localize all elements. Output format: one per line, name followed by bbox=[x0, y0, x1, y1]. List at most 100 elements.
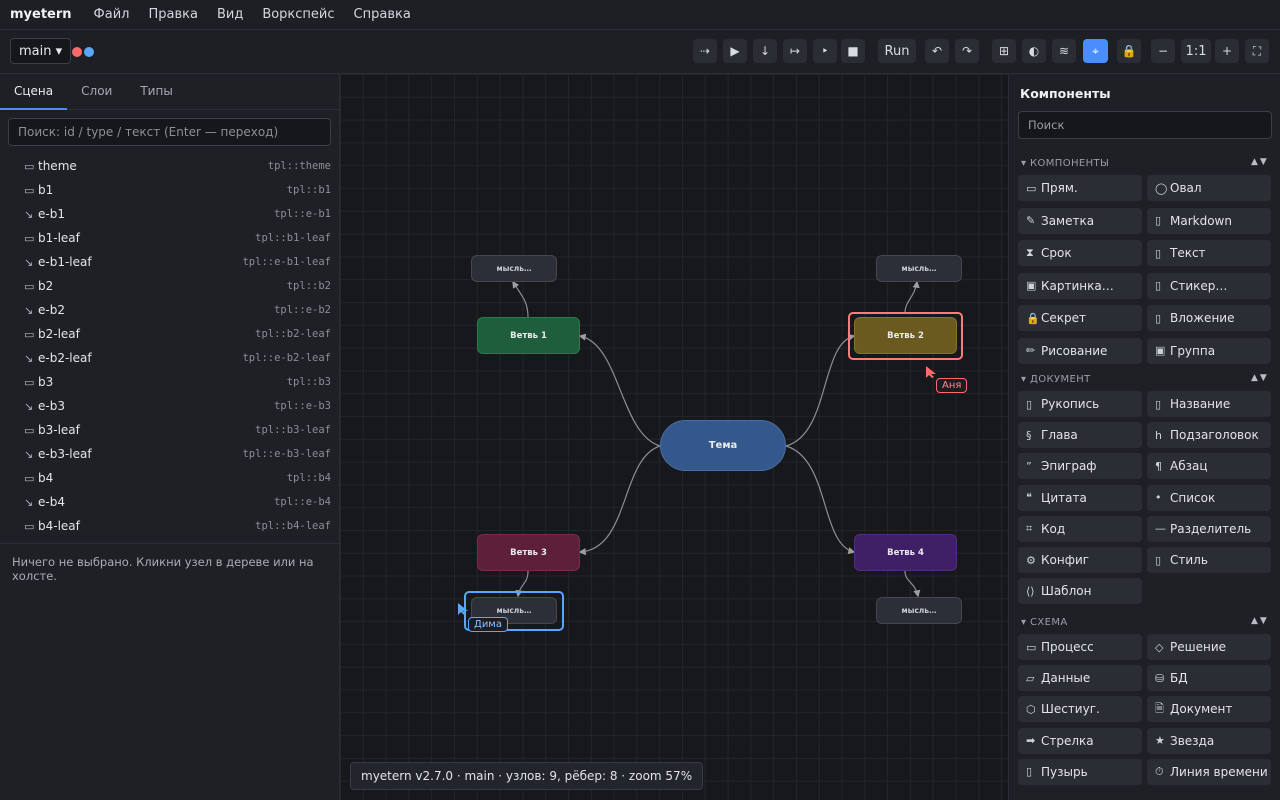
edge-e-b3[interactable] bbox=[578, 445, 661, 556]
component-item[interactable]: ✏Рисование bbox=[1018, 337, 1142, 364]
component-item[interactable]: ⏱Линия времени bbox=[1147, 758, 1271, 785]
component-item[interactable]: ▭Процесс bbox=[1018, 634, 1142, 660]
menu-file[interactable]: Файл bbox=[93, 7, 130, 22]
stop-button[interactable]: ■ bbox=[841, 39, 865, 63]
zoom-out-button[interactable]: − bbox=[1151, 39, 1175, 63]
undo-button[interactable]: ↶ bbox=[925, 39, 949, 63]
node-b3[interactable]: Ветвь 3 bbox=[477, 534, 580, 571]
component-item[interactable]: ★Звезда bbox=[1147, 727, 1271, 754]
component-item[interactable]: ▣Картинка… bbox=[1018, 272, 1142, 299]
node-b4[interactable]: Ветвь 4 bbox=[854, 534, 957, 571]
step-button[interactable]: ‣ bbox=[813, 39, 837, 63]
tab-scene[interactable]: Сцена bbox=[0, 74, 68, 110]
component-item[interactable]: ▯Пузырь bbox=[1018, 758, 1142, 785]
step-into-button[interactable]: ↓ bbox=[753, 39, 777, 63]
edge-e-b2[interactable] bbox=[785, 333, 856, 447]
component-item[interactable]: ▭Прям. bbox=[1018, 175, 1142, 201]
component-item[interactable]: ▯Рукопись bbox=[1018, 391, 1142, 417]
step-over-button[interactable]: ⇢ bbox=[693, 39, 717, 63]
component-item[interactable]: §Глава bbox=[1018, 422, 1142, 449]
section-header[interactable]: ▾ ДОКУМЕНТ bbox=[1021, 374, 1091, 385]
edge-e-b4[interactable] bbox=[785, 445, 856, 555]
edge-e-b1[interactable] bbox=[578, 333, 661, 447]
component-item[interactable]: ”Эпиграф bbox=[1018, 453, 1142, 480]
grid-button[interactable]: ⊞ bbox=[992, 39, 1016, 63]
component-item[interactable]: ◇Решение bbox=[1147, 634, 1271, 660]
component-item[interactable]: ⧗Срок bbox=[1018, 240, 1142, 266]
component-item[interactable]: ⛁БД bbox=[1147, 665, 1271, 692]
layers-button[interactable]: ≋ bbox=[1052, 39, 1076, 63]
redo-button[interactable]: ↷ bbox=[955, 39, 979, 63]
zoom-reset-button[interactable]: 1:1 bbox=[1181, 39, 1211, 63]
section-reorder-icon[interactable]: ▲▼ bbox=[1251, 373, 1269, 383]
node-theme[interactable]: Тема bbox=[660, 420, 786, 471]
component-item[interactable]: ◯Овал bbox=[1147, 175, 1271, 201]
node-b2[interactable]: Ветвь 2 bbox=[854, 317, 957, 354]
step-out-button[interactable]: ↦ bbox=[783, 39, 807, 63]
lock-button[interactable]: 🔒 bbox=[1117, 39, 1141, 63]
component-item[interactable]: 🗎Документ bbox=[1147, 696, 1271, 723]
tab-types[interactable]: Типы bbox=[140, 84, 173, 98]
component-item[interactable]: ✎Заметка bbox=[1018, 207, 1142, 234]
component-item[interactable]: •Список bbox=[1147, 484, 1271, 511]
section-reorder-icon[interactable]: ▲▼ bbox=[1251, 616, 1269, 626]
edge-e-b4-leaf[interactable] bbox=[904, 570, 921, 598]
menu-help[interactable]: Справка bbox=[353, 7, 411, 22]
theme-button[interactable]: ◐ bbox=[1022, 39, 1046, 63]
menu-view[interactable]: Вид bbox=[216, 7, 244, 22]
component-item[interactable]: ¶Абзац bbox=[1147, 453, 1271, 480]
component-item[interactable]: ▱Данные bbox=[1018, 665, 1142, 692]
edge-e-b2-leaf[interactable] bbox=[904, 280, 920, 313]
component-item[interactable]: ⌗Код bbox=[1018, 515, 1142, 542]
component-item[interactable]: ▯Вложение bbox=[1147, 305, 1271, 331]
components-search-input[interactable] bbox=[1018, 111, 1272, 139]
component-item[interactable]: ▯Markdown bbox=[1147, 207, 1271, 234]
edge-e-b1-leaf[interactable] bbox=[512, 280, 529, 318]
fullscreen-button[interactable]: ⛶ bbox=[1245, 39, 1269, 63]
component-item[interactable]: ▣Группа bbox=[1147, 337, 1271, 364]
branch-selector[interactable]: main ▾ bbox=[10, 38, 72, 64]
snap-button[interactable]: ⌖ bbox=[1083, 39, 1108, 63]
section-reorder-icon[interactable]: ▲▼ bbox=[1251, 157, 1269, 167]
node-b1[interactable]: Ветвь 1 bbox=[477, 317, 580, 354]
section-header[interactable]: ▾ СХЕМА bbox=[1021, 617, 1068, 628]
component-item[interactable]: —Разделитель bbox=[1147, 515, 1271, 542]
component-item[interactable]: ⟨⟩Шаблон bbox=[1018, 578, 1142, 605]
section-header[interactable]: ▾ КОМПОНЕНТЫ bbox=[1021, 158, 1110, 169]
edge-e-b3-leaf[interactable] bbox=[515, 570, 529, 598]
component-item[interactable]: ⚙Конфиг bbox=[1018, 547, 1142, 573]
run-button[interactable]: Run bbox=[878, 39, 916, 63]
node-b2-leaf[interactable]: мысль… bbox=[876, 255, 962, 282]
node-b4-leaf[interactable]: мысль… bbox=[876, 597, 962, 624]
tab-layers[interactable]: Слои bbox=[81, 84, 113, 98]
menu-workspace[interactable]: Воркспейс bbox=[262, 7, 335, 22]
component-item[interactable]: 🔒Секрет bbox=[1018, 305, 1142, 331]
menu-edit[interactable]: Правка bbox=[148, 7, 198, 22]
component-item[interactable]: ▯Текст bbox=[1147, 240, 1271, 266]
component-item[interactable]: ▯Название bbox=[1147, 391, 1271, 417]
play-button[interactable]: ▶ bbox=[723, 39, 747, 63]
component-item[interactable]: ❝Цитата bbox=[1018, 484, 1142, 511]
node-b1-leaf[interactable]: мысль… bbox=[471, 255, 557, 282]
component-item[interactable]: ▯Стикер… bbox=[1147, 272, 1271, 299]
zoom-in-button[interactable]: + bbox=[1215, 39, 1239, 63]
component-item[interactable]: ⬡Шестиуг. bbox=[1018, 696, 1142, 723]
scene-search-input[interactable] bbox=[8, 118, 331, 146]
component-item[interactable]: ➡Стрелка bbox=[1018, 727, 1142, 754]
